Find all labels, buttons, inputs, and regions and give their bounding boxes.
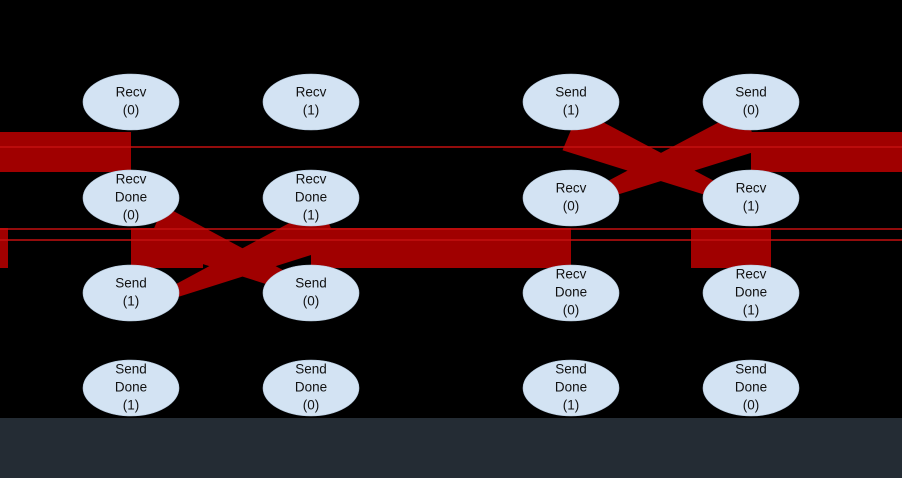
node-label-line: Done (295, 380, 327, 395)
node-shape[interactable] (702, 359, 800, 417)
node-label-line: Recv (296, 85, 327, 100)
node-label-line: (0) (563, 199, 580, 214)
node-label-line: Recv (116, 85, 147, 100)
node-label-line: Done (555, 285, 587, 300)
node-label-line: Done (735, 285, 767, 300)
node-label-line: Recv (556, 267, 587, 282)
node-label-line: (0) (123, 208, 140, 223)
node-shape[interactable] (522, 73, 620, 131)
node-shape[interactable] (82, 169, 180, 227)
node-label-line: (1) (303, 208, 320, 223)
node-shape[interactable] (262, 264, 360, 322)
node-label-line: (1) (303, 103, 320, 118)
node-label-line: (1) (563, 398, 580, 413)
edge-diagonal (569, 109, 760, 209)
node-label-line: Done (735, 380, 767, 395)
node-label-line: (0) (743, 398, 760, 413)
node-shape[interactable] (82, 73, 180, 131)
node-label-line: (1) (743, 303, 760, 318)
state-node-send-0-top[interactable]: Send (0) (702, 73, 800, 131)
node-shape[interactable] (522, 169, 620, 227)
state-node-recv-1-r2[interactable]: Recv (1) (702, 169, 800, 227)
state-node-recv-0[interactable]: Recv (0) (82, 73, 180, 131)
node-label-line: Send (115, 362, 147, 377)
node-label-line: Send (295, 362, 327, 377)
node-shape[interactable] (702, 264, 800, 322)
node-label-line: Done (295, 190, 327, 205)
node-label-line: (0) (303, 294, 320, 309)
node-label-line: Done (555, 380, 587, 395)
node-shape[interactable] (262, 169, 360, 227)
node-shape[interactable] (262, 73, 360, 131)
node-label-line: Send (735, 362, 767, 377)
node-label-line: Send (295, 276, 327, 291)
node-label-line: Recv (116, 172, 147, 187)
node-shape[interactable] (702, 73, 800, 131)
node-label-line: (0) (123, 103, 140, 118)
node-label-line: Done (115, 380, 147, 395)
bottom-status-bar (0, 418, 902, 478)
edge-band (0, 132, 131, 172)
node-label-line: Recv (296, 172, 327, 187)
edge-band (0, 228, 8, 268)
state-node-recv-1[interactable]: Recv (1) (262, 73, 360, 131)
node-label-line: (0) (303, 398, 320, 413)
node-label-line: (1) (563, 103, 580, 118)
node-label-line: (0) (743, 103, 760, 118)
edge-band (691, 228, 771, 268)
node-shape[interactable] (82, 264, 180, 322)
node-shape[interactable] (522, 264, 620, 322)
node-label-line: Recv (556, 181, 587, 196)
node-label-line: Send (735, 85, 767, 100)
node-label-line: (0) (563, 303, 580, 318)
node-shape[interactable] (82, 359, 180, 417)
node-label-line: Send (115, 276, 147, 291)
node-shape[interactable] (522, 359, 620, 417)
node-label-line: Send (555, 362, 587, 377)
node-label-line: Recv (736, 267, 767, 282)
node-label-line: (1) (123, 294, 140, 309)
node-label-line: Send (555, 85, 587, 100)
node-label-line: (1) (123, 398, 140, 413)
state-node-send-0-r3[interactable]: Send (0) (262, 264, 360, 322)
edge-diagonal (153, 205, 339, 304)
state-node-send-1-r3[interactable]: Send (1) (82, 264, 180, 322)
node-label-line: Recv (736, 181, 767, 196)
state-node-send-1-top[interactable]: Send (1) (522, 73, 620, 131)
node-shape[interactable] (262, 359, 360, 417)
edge-band (751, 132, 902, 172)
edge-band (311, 228, 571, 268)
node-label-line: (1) (743, 199, 760, 214)
state-node-recv-0-r2[interactable]: Recv (0) (522, 169, 620, 227)
node-shape[interactable] (702, 169, 800, 227)
node-label-line: Done (115, 190, 147, 205)
